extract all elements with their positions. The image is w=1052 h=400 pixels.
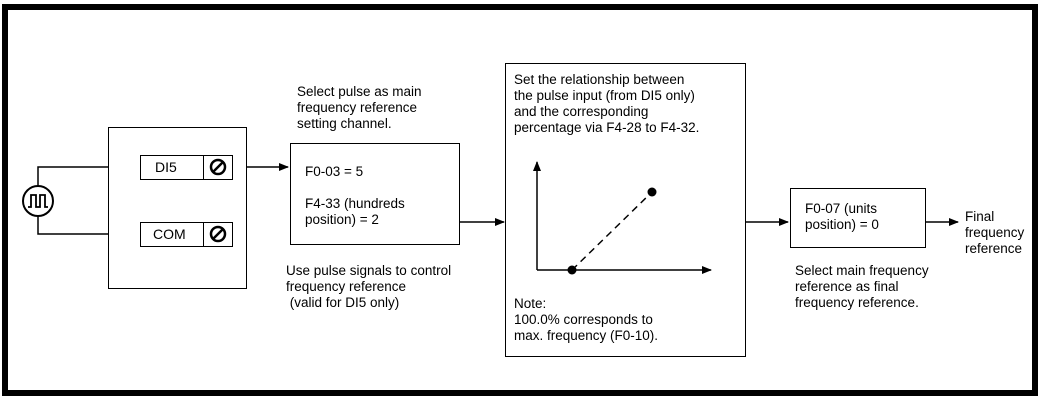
pulse-curve-description: Set the relationship between the pulse i… — [514, 72, 700, 135]
channel-select-box: F0-03 = 5 F4-33 (hundreds position) = 2 — [290, 143, 460, 245]
final-output-label: Final frequency reference — [965, 209, 1025, 256]
graph-point-end — [647, 187, 657, 197]
graph-point-start — [567, 265, 577, 275]
diagram-frame — [2, 4, 1038, 396]
di5-terminal: DI5 — [140, 155, 204, 180]
com-label: COM — [153, 226, 186, 242]
graph-curve — [571, 191, 653, 271]
channel-select-note: Use pulse signals to control frequency r… — [286, 263, 452, 310]
screw-slot-icon — [209, 225, 227, 243]
channel-select-caption: Select pulse as main frequency reference… — [297, 84, 422, 131]
pulse-curve-note: Note: 100.0% corresponds to max. frequen… — [514, 296, 659, 343]
screw-slot-icon — [209, 158, 227, 176]
di5-label: DI5 — [155, 159, 177, 175]
di5-screw — [203, 155, 233, 180]
param-f0-03: F0-03 = 5 — [305, 164, 364, 179]
param-f0-07: F0-07 (units position) = 0 — [805, 201, 879, 232]
wire-pulse-to-di5 — [37, 163, 132, 186]
final-select-box: F0-07 (units position) = 0 — [790, 188, 926, 248]
final-select-caption: Select main frequency reference as final… — [795, 263, 929, 310]
pulse-curve-box: Set the relationship between the pulse i… — [505, 63, 746, 357]
param-f4-33: F4-33 (hundreds position) = 2 — [305, 196, 405, 227]
com-screw — [203, 222, 233, 247]
terminal-block — [108, 127, 247, 289]
com-terminal: COM — [140, 222, 204, 247]
wire-pulse-to-com — [37, 215, 140, 235]
